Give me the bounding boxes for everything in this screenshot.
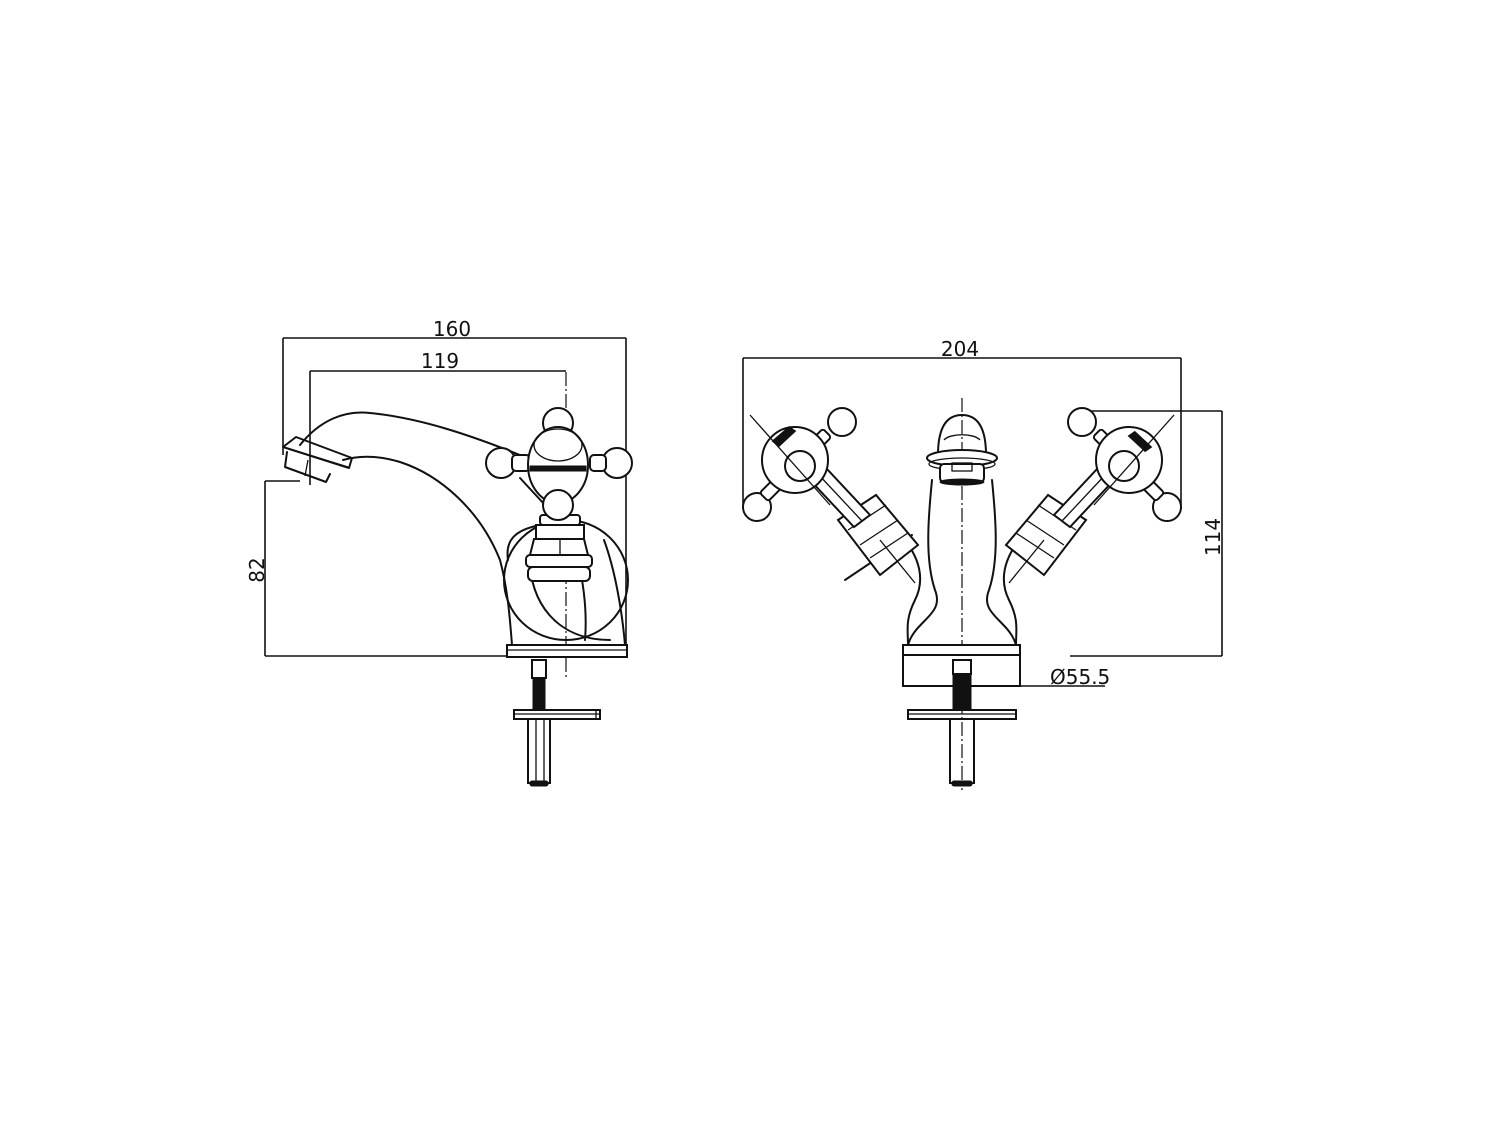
dimension-label-82: 82: [245, 557, 269, 582]
dimension-overall-length: 160: [282, 317, 627, 656]
side-mounting-shank: [513, 659, 601, 787]
front-left-cross-handle: [742, 407, 857, 522]
front-right-cross-handle: [1067, 407, 1182, 522]
front-spout: [907, 414, 1017, 646]
dimension-label-114: 114: [1201, 518, 1225, 556]
side-cross-handle: [485, 407, 633, 521]
side-view: 160 119 82: [245, 317, 633, 787]
dimension-spout-reach: 119: [309, 349, 566, 485]
front-right-valve: [1002, 466, 1116, 646]
dimension-label-119: 119: [421, 349, 459, 373]
front-mounting-shank: [907, 700, 1017, 790]
front-view: 204 114 Ø55.5: [742, 337, 1225, 790]
front-base: [902, 644, 1021, 711]
dimension-base-diameter: Ø55.5: [1020, 665, 1110, 689]
side-spout: [282, 411, 521, 646]
dimension-overall-width: 204: [742, 337, 1182, 505]
dimension-label-diameter: Ø55.5: [1050, 665, 1110, 689]
dimension-spout-height: 82: [245, 480, 510, 657]
dimension-label-204: 204: [941, 337, 979, 361]
side-valve-stack: [525, 514, 593, 582]
dimension-overall-height: 114: [1070, 410, 1225, 657]
dimension-label-160: 160: [433, 317, 471, 341]
front-left-valve: [808, 466, 922, 646]
